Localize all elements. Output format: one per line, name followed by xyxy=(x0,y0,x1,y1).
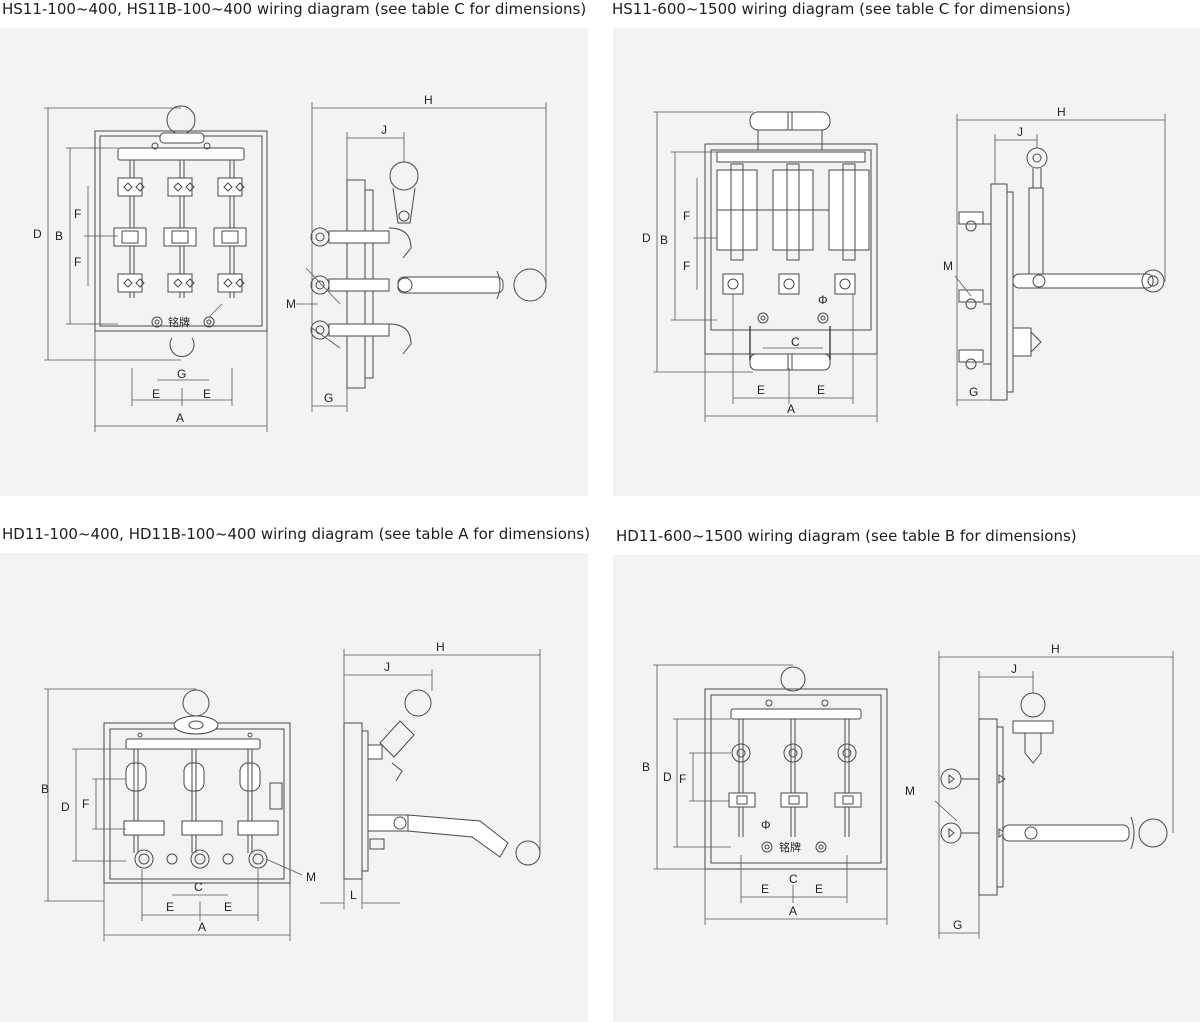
dim-label-e-right: E xyxy=(224,900,232,914)
dim-label-m: M xyxy=(943,259,953,273)
dim-label-f-lower: F xyxy=(683,259,690,273)
wiring-diagram-hd11-600-1500: Φ 铭牌 B D F C E E A H J M G xyxy=(642,642,1174,939)
dim-label-phi: Φ xyxy=(818,293,828,307)
dim-label-m: M xyxy=(905,784,915,798)
phase-poles xyxy=(728,719,862,837)
dim-label-j: J xyxy=(1011,662,1017,676)
dim-label-d: D xyxy=(61,800,70,814)
switch-base-plate xyxy=(94,130,268,332)
dim-label-d: D xyxy=(33,227,42,241)
dim-label-a: A xyxy=(198,920,206,934)
dim-label-f-upper: F xyxy=(74,207,81,221)
dim-label-e-right: E xyxy=(203,387,211,401)
panel-title-hs11-600-1500: HS11-600~1500 wiring diagram (see table … xyxy=(612,0,1071,18)
dim-label-e-right: E xyxy=(817,383,825,397)
dim-label-h: H xyxy=(1057,105,1066,119)
dim-label-g: G xyxy=(969,385,978,399)
dim-label-f: F xyxy=(679,772,686,786)
dim-label-e-right: E xyxy=(815,882,823,896)
dim-label-j: J xyxy=(384,660,390,674)
wiring-diagram-hd11-100-400: B D F C E E A M H J L xyxy=(41,640,541,941)
panel-title-hd11-600-1500: HD11-600~1500 wiring diagram (see table … xyxy=(616,527,1077,545)
dim-label-a: A xyxy=(176,411,184,425)
side-view xyxy=(934,692,1168,896)
dim-label-l: L xyxy=(350,888,357,902)
dim-label-e-left: E xyxy=(166,900,174,914)
side-view xyxy=(343,689,541,880)
dim-label-h: H xyxy=(1051,642,1060,656)
dim-label-a: A xyxy=(789,904,797,918)
dim-label-f: F xyxy=(82,797,89,811)
side-view xyxy=(305,161,547,389)
wiring-diagram-hs11-100-400: 铭牌 D B F F G E E A H J xyxy=(33,93,547,432)
dim-label-phi: Φ xyxy=(761,818,771,832)
diagram-panel-hd11-100-400: B D F C E E A M H J L xyxy=(0,553,588,1022)
dim-label-g-side: G xyxy=(324,391,333,405)
dim-label-d: D xyxy=(642,231,651,245)
nameplate-label: 铭牌 xyxy=(168,315,190,329)
dim-label-b: B xyxy=(41,782,49,796)
dim-label-m: M xyxy=(306,870,316,884)
nameplate-label: 铭牌 xyxy=(779,840,801,854)
phase-poles xyxy=(123,749,279,869)
dim-label-g: G xyxy=(953,918,962,932)
side-view xyxy=(954,147,1165,401)
dim-label-c: C xyxy=(789,872,798,886)
dim-label-c: C xyxy=(194,880,203,894)
switch-base-plate xyxy=(704,688,888,870)
panel-title-hs11-100-400: HS11-100~400, HS11B-100~400 wiring diagr… xyxy=(2,0,587,18)
dim-label-e-left: E xyxy=(757,383,765,397)
dim-label-b: B xyxy=(660,233,668,247)
dim-label-a: A xyxy=(787,402,795,416)
dim-label-g: G xyxy=(177,367,186,381)
phase-poles xyxy=(716,163,870,295)
dim-label-j: J xyxy=(1017,125,1023,139)
dim-label-d: D xyxy=(663,770,672,784)
diagram-panel-hs11-100-400: 铭牌 D B F F G E E A H J xyxy=(0,28,588,496)
wiring-diagram-hs11-600-1500: Φ D B F F C E E A H J M G xyxy=(642,105,1166,422)
dim-label-b: B xyxy=(642,760,650,774)
dim-label-f-upper: F xyxy=(683,209,690,223)
diagram-panel-hs11-600-1500: Φ D B F F C E E A H J M G xyxy=(613,28,1200,496)
dim-label-e-left: E xyxy=(152,387,160,401)
dim-label-f-lower: F xyxy=(74,255,81,269)
diagram-panel-hd11-600-1500: Φ 铭牌 B D F C E E A H J M G xyxy=(613,555,1200,1022)
phase-poles xyxy=(113,160,247,298)
dim-label-e-left: E xyxy=(761,882,769,896)
dim-label-j: J xyxy=(381,123,387,137)
dim-label-h: H xyxy=(436,640,445,654)
dim-label-m: M xyxy=(286,297,296,311)
dim-label-b: B xyxy=(55,229,63,243)
dim-label-h: H xyxy=(424,93,433,107)
panel-title-hd11-100-400: HD11-100~400, HD11B-100~400 wiring diagr… xyxy=(2,525,591,543)
dim-label-c: C xyxy=(791,335,800,349)
